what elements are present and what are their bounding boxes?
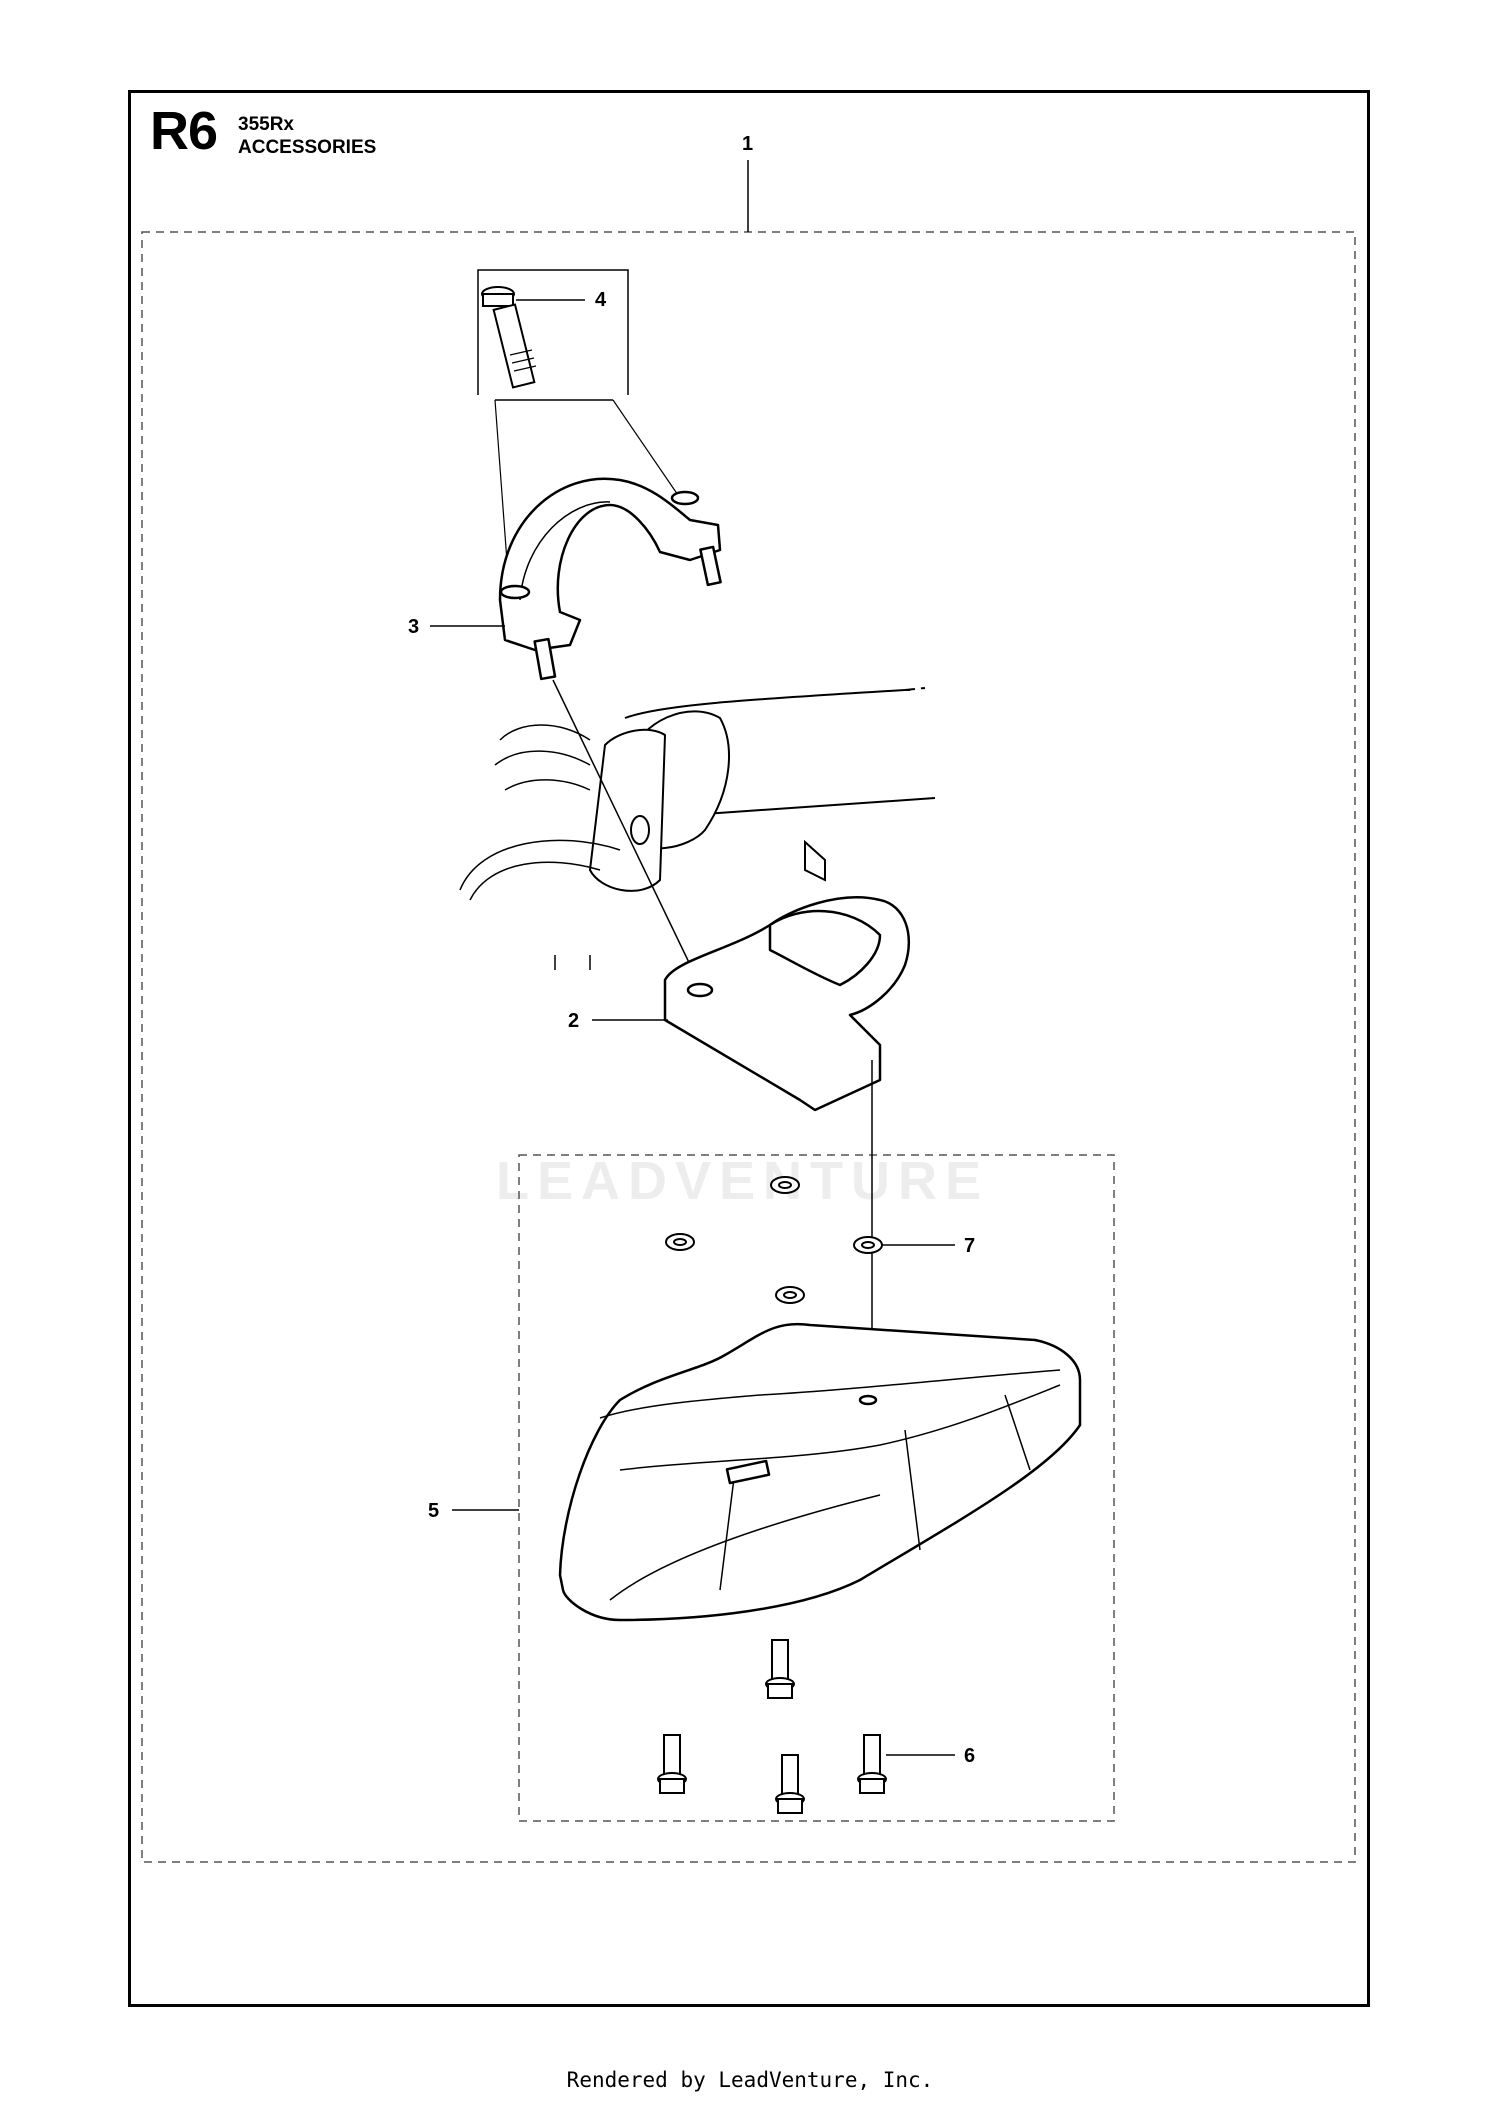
- guard-dashed-box: [518, 1154, 1115, 1822]
- model-label: 355Rx: [238, 114, 294, 135]
- callout-7: 7: [964, 1235, 976, 1257]
- screws-part-6: [657, 1639, 887, 1814]
- page-frame: [128, 90, 1370, 2007]
- clamp-leader: [552, 679, 696, 976]
- footer-credit: Rendered by LeadVenture, Inc.: [566, 2068, 934, 2092]
- washers-part-7: [665, 1176, 883, 1304]
- callout-5: 5: [428, 1500, 440, 1522]
- diagram-code: R6: [150, 101, 218, 161]
- guard-part-5: [558, 1322, 1082, 1622]
- bolt-bracket: [477, 269, 629, 395]
- callout-2: 2: [568, 1010, 580, 1032]
- bolt-part-4: [481, 286, 537, 389]
- callout-3: 3: [408, 616, 420, 638]
- callout-6: 6: [964, 1745, 976, 1767]
- callout-4: 4: [595, 289, 607, 311]
- clamp-part-3: [498, 477, 722, 681]
- shaft-context: [459, 687, 936, 970]
- watermark: LEADVENTURE: [496, 1151, 990, 1211]
- section-title: ACCESSORIES: [238, 137, 377, 158]
- clamp-part-2: [663, 896, 910, 1112]
- callout-1: 1: [742, 133, 754, 155]
